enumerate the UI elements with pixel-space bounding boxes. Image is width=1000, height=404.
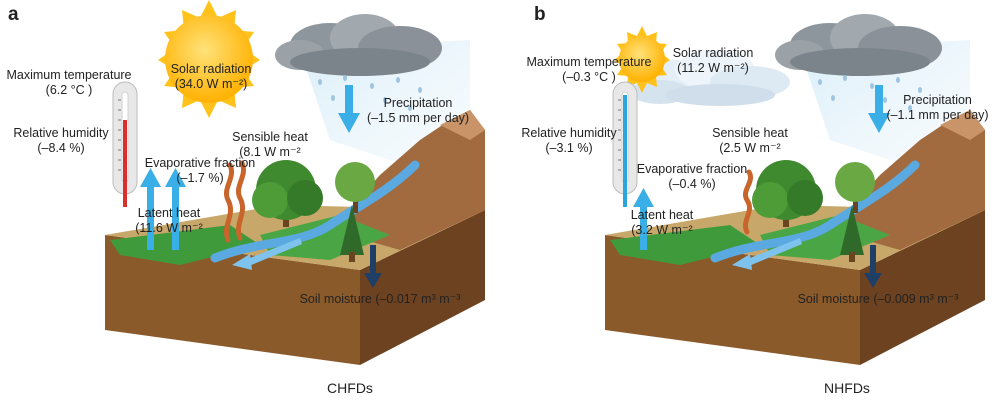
solar-radiation-value: (34.0 W m⁻²): [174, 77, 248, 91]
sensible-heat-name: Sensible heat: [712, 126, 788, 140]
panel-caption: NHFDs: [824, 380, 870, 396]
precipitation-label: Precipitation (–1.1 mm per day): [880, 93, 995, 123]
runoff-arrow: [232, 238, 302, 270]
mountain: [330, 110, 485, 250]
panel-b: b Maximum temperature (–0.3 °C ) Relativ…: [500, 0, 1000, 404]
sensible-heat-value: (2.5 W m⁻²: [719, 141, 781, 155]
soil-right-face: [860, 210, 985, 365]
rain-cloud: [275, 14, 442, 76]
sensible-heat-waves: [743, 169, 753, 235]
sensible-heat-name: Sensible heat: [232, 130, 308, 144]
grass-patch: [260, 215, 390, 260]
runoff-arrow: [732, 238, 802, 270]
precipitation-name: Precipitation: [383, 96, 453, 110]
mountain-peak: [940, 110, 985, 140]
sensible-heat-value: (8.1 W m⁻²: [239, 145, 301, 159]
thermometer-icon: [112, 81, 138, 207]
relative-humidity-name: Relative humidity: [13, 126, 109, 140]
latent-heat-arrows: [633, 188, 654, 250]
panel-letter: a: [8, 4, 19, 25]
latent-heat-name: Latent heat: [630, 208, 694, 222]
latent-heat-label: Latent heat (11.6 W m⁻²: [128, 206, 210, 236]
panel-caption: CHFDs: [327, 380, 373, 396]
river: [210, 160, 420, 263]
rain-drops: [318, 75, 422, 111]
sun-icon: [614, 26, 670, 93]
sensible-heat-waves: [224, 160, 246, 243]
relative-humidity-label: Relative humidity (–8.4 %): [6, 126, 116, 156]
precipitation-arrow: [338, 85, 360, 133]
solar-radiation-label: Solar radiation (34.0 W m⁻²): [156, 62, 266, 92]
soil-moisture-label: Soil moisture (–0.009 m³ m⁻³: [797, 292, 959, 306]
panel-letter: b: [534, 4, 546, 25]
sun-icon: [158, 0, 260, 118]
precipitation-name: Precipitation: [903, 93, 972, 107]
rain-cloud: [775, 14, 942, 76]
max-temperature-name: Maximum temperature: [6, 68, 132, 82]
soil-front-face: [605, 235, 860, 365]
evaporative-fraction-label: Evaporative fraction (–0.4 %): [632, 162, 752, 192]
soil-moisture-arrow: [364, 245, 382, 288]
max-temperature-value: (–0.3 °C ): [562, 70, 616, 84]
thermometer-icon: [612, 81, 638, 207]
solar-radiation-name: Solar radiation: [170, 62, 252, 76]
sensible-heat-label: Sensible heat (2.5 W m⁻²: [705, 126, 795, 156]
panel-a: a Maximum temperature (6.2 °C ) Relative…: [3, 0, 485, 396]
evaporative-fraction-name: Evaporative fraction: [636, 162, 748, 176]
latent-heat-value: (11.6 W m⁻²: [135, 221, 203, 235]
latent-heat-name: Latent heat: [137, 206, 201, 220]
mountain: [830, 110, 985, 250]
max-temperature-value: (6.2 °C ): [45, 83, 93, 97]
grass-patch: [110, 225, 260, 265]
max-temperature-name: Maximum temperature: [526, 55, 652, 69]
evaporative-fraction-value: (–1.7 %): [176, 171, 224, 185]
evaporative-fraction-label: Evaporative fraction (–1.7 %): [140, 156, 260, 186]
latent-heat-label: Latent heat (3.2 W m⁻²: [622, 208, 702, 238]
scene-a: [105, 0, 485, 365]
evaporative-fraction-name: Evaporative fraction: [144, 156, 256, 170]
relative-humidity-value: (–8.4 %): [37, 141, 85, 155]
soil-moisture-arrow: [864, 245, 882, 288]
solar-radiation-name: Solar radiation: [672, 46, 754, 60]
grass-patch: [610, 225, 760, 265]
sensible-heat-label: Sensible heat (8.1 W m⁻²: [225, 130, 315, 160]
soil-right-face: [360, 210, 485, 365]
scene-b: [605, 14, 985, 365]
soil-moisture-label: Soil moisture (–0.017 m³ m⁻³: [299, 292, 461, 306]
rain-drops: [818, 75, 922, 111]
precipitation-arrow: [868, 85, 890, 133]
relative-humidity-name: Relative humidity: [521, 126, 617, 140]
mountain-peak: [440, 110, 485, 140]
precipitation-value: (–1.1 mm per day): [886, 108, 989, 122]
river: [710, 160, 920, 263]
latent-heat-arrows: [140, 168, 186, 250]
latent-heat-value: (3.2 W m⁻²: [631, 223, 693, 237]
relative-humidity-value: (–3.1 %): [545, 141, 593, 155]
soil-front-face: [105, 235, 360, 365]
solar-radiation-label: Solar radiation (11.2 W m⁻²): [658, 46, 768, 76]
grass-patch: [760, 215, 890, 260]
evaporative-fraction-value: (–0.4 %): [668, 177, 716, 191]
tree-group: [752, 160, 875, 262]
relative-humidity-label: Relative humidity (–3.1 %): [514, 126, 624, 156]
precipitation-value: (–1.5 mm per day): [366, 111, 470, 125]
tree-group: [252, 160, 375, 262]
max-temperature-label: Maximum temperature (–0.3 °C ): [522, 55, 656, 85]
solar-radiation-value: (11.2 W m⁻²): [677, 61, 749, 75]
precipitation-label: Precipitation (–1.5 mm per day): [358, 96, 478, 126]
max-temperature-label: Maximum temperature (6.2 °C ): [3, 68, 135, 98]
